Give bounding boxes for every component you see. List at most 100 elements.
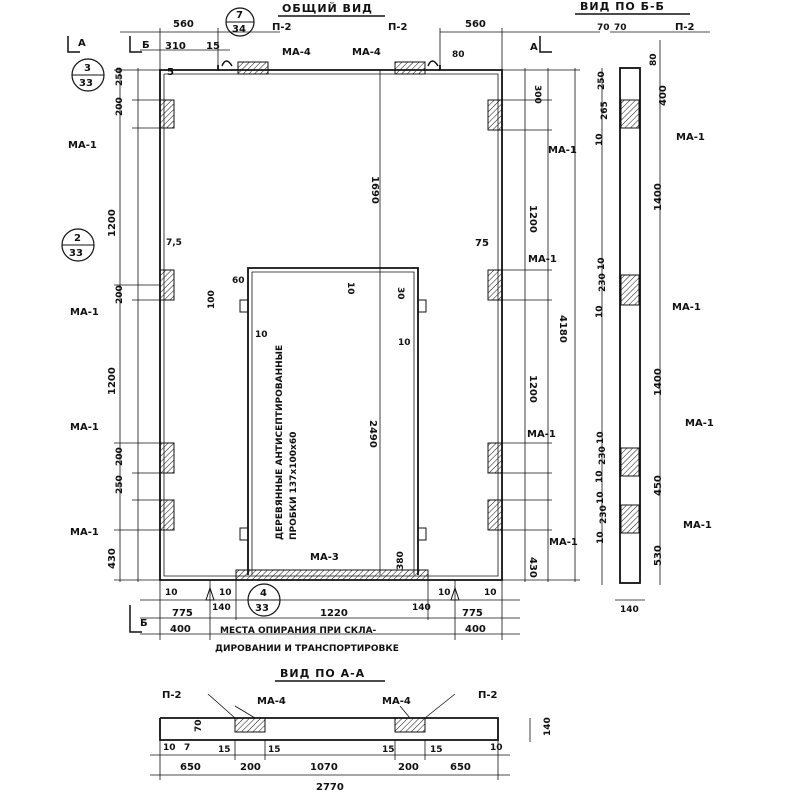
embedded-parts-left — [159, 99, 175, 531]
bb-dim-1400b: 1400 — [653, 368, 664, 396]
view-aa-title: ВИД ПО А-А — [280, 667, 365, 680]
bb-label-ma1-1: МА-1 — [676, 132, 705, 143]
label-ma1-l2: МА-1 — [70, 307, 99, 318]
view-bb-title: ВИД ПО Б-Б — [580, 0, 665, 13]
dim-430-r: 430 — [527, 557, 538, 578]
bb-label-ma1-4: МА-1 — [683, 520, 712, 531]
dim-250-l: 250 — [115, 475, 125, 494]
bb-dim-230c: 230 — [599, 505, 609, 524]
bb-dim-10g: 10 — [596, 531, 606, 544]
label-ma1-r3: МА-1 — [527, 429, 556, 440]
callouts: 7 34 3 33 2 33 4 33 — [61, 7, 281, 617]
label-ma1-r2: МА-1 — [528, 254, 557, 265]
dim-560-left: 560 — [173, 19, 194, 30]
section-b-bottom: Б — [140, 618, 148, 629]
bb-dim-10c: 10 — [595, 305, 605, 318]
bb-dim-265: 265 — [600, 101, 610, 120]
aa-dim-650-r: 650 — [450, 762, 471, 773]
dim-300-r: 300 — [532, 85, 542, 104]
callout-3-top: 3 — [84, 63, 91, 74]
embedded-part-ma4-left — [237, 61, 269, 75]
callout-4-top: 4 — [260, 588, 267, 599]
callout-2-bot: 33 — [69, 248, 83, 259]
aa-label-ma4-right: МА-4 — [382, 696, 411, 707]
dim-b-10-3: 10 — [438, 588, 451, 598]
dim-100-door: 100 — [207, 290, 217, 309]
aa-label-ma4-left: МА-4 — [257, 696, 286, 707]
label-ma1-l1: МА-1 — [68, 140, 97, 151]
aa-dim-200-r: 200 — [398, 762, 419, 773]
bb-dim-250: 250 — [597, 71, 607, 90]
bb-label-ma1-3: МА-1 — [685, 418, 714, 429]
label-ma3: МА-3 — [310, 552, 339, 563]
dim-2490: 2490 — [367, 420, 378, 448]
bb-dim-10a: 10 — [595, 133, 605, 146]
aa-label-p2-left: П-2 — [162, 690, 182, 701]
label-ma1-l3: МА-1 — [70, 422, 99, 433]
panel-outline — [159, 65, 503, 581]
aa-dim-650-l: 650 — [180, 762, 201, 773]
aa-dim-7: 7 — [184, 743, 190, 753]
aa-dim-10: 10 — [163, 743, 176, 753]
dim-430-l: 430 — [107, 548, 118, 569]
section-b-top: Б — [142, 40, 150, 51]
dim-b-400-l: 400 — [170, 624, 191, 635]
dim-5: 5 — [167, 67, 174, 78]
aa-dim-140: 140 — [543, 717, 553, 736]
dim-1200-l1: 1200 — [107, 209, 118, 237]
dim-10-door-tr: 10 — [345, 282, 355, 295]
bb-dim-230a: 230 — [598, 273, 608, 292]
dim-10-door-l: 10 — [255, 330, 268, 340]
aa-dim-200-l: 200 — [240, 762, 261, 773]
door-opening — [239, 267, 427, 575]
dim-1200-r1: 1200 — [527, 205, 538, 233]
bb-dim-400: 400 — [658, 85, 669, 106]
dim-60-door: 60 — [232, 276, 245, 286]
right-dimension-chain — [502, 68, 580, 582]
aa-dim-15d: 15 — [430, 745, 443, 755]
bb-dim-1400a: 1400 — [653, 183, 664, 211]
bb-dim-530: 530 — [653, 545, 664, 566]
bb-dim-70b: 70 — [614, 23, 627, 33]
dim-380: 380 — [396, 551, 406, 570]
dim-b-140-r: 140 — [412, 603, 431, 613]
view-bb: ВИД ПО Б-Б 70 70 П-2 80 400 250 265 10 М… — [575, 0, 714, 615]
dim-30-door: 30 — [395, 287, 405, 300]
bb-dim-140: 140 — [620, 605, 639, 615]
view-aa: ВИД ПО А-А П-2 МА-4 МА-4 П-2 10 7 70 — [150, 667, 553, 793]
label-ma1-r4: МА-1 — [549, 537, 578, 548]
general-view-title: ОБЩИЙ ВИД — [282, 2, 373, 15]
callout-7-top: 7 — [236, 10, 243, 21]
callout-7-bot: 34 — [232, 24, 246, 35]
section-a-right: А — [530, 42, 538, 53]
lifting-loop-right — [427, 60, 439, 67]
bb-label-p2: П-2 — [675, 22, 695, 33]
dim-4180: 4180 — [557, 315, 568, 343]
aa-dim-15c: 15 — [382, 745, 395, 755]
bb-dim-450: 450 — [653, 475, 664, 496]
dim-80-top: 80 — [452, 50, 465, 60]
dim-1200-l2: 1200 — [107, 367, 118, 395]
support-note-line2: ДИРОВАНИИ И ТРАНСПОРТИРОВКЕ — [215, 644, 399, 654]
plugs-note-line2: ПРОБКИ 137х100х60 — [289, 432, 299, 540]
dim-b-10-4: 10 — [484, 588, 497, 598]
dim-200-tl: 200 — [115, 97, 125, 116]
bb-dim-10e: 10 — [595, 470, 605, 483]
bb-dim-230b: 230 — [598, 446, 608, 465]
dim-200-l3: 200 — [115, 285, 125, 304]
aa-dim-1070: 1070 — [310, 762, 338, 773]
section-marks — [67, 36, 552, 633]
general-view-labels: А Б А Б 560 560 310 15 5 80 П-2 МА-4 П-2… — [68, 19, 578, 654]
callout-3-bot: 33 — [79, 78, 93, 89]
dim-1200-r2: 1200 — [527, 375, 538, 403]
dim-b-10-2: 10 — [219, 588, 232, 598]
lifting-loop-left — [221, 60, 233, 67]
label-ma4-right: МА-4 — [352, 47, 381, 58]
label-p2-right: П-2 — [388, 22, 408, 33]
section-a-left: А — [78, 38, 86, 49]
aa-label-p2-right: П-2 — [478, 690, 498, 701]
aa-dim-15b: 15 — [268, 745, 281, 755]
dim-15-top: 15 — [206, 41, 220, 52]
label-ma1-l4: МА-1 — [70, 527, 99, 538]
label-ma1-r1: МА-1 — [548, 145, 577, 156]
